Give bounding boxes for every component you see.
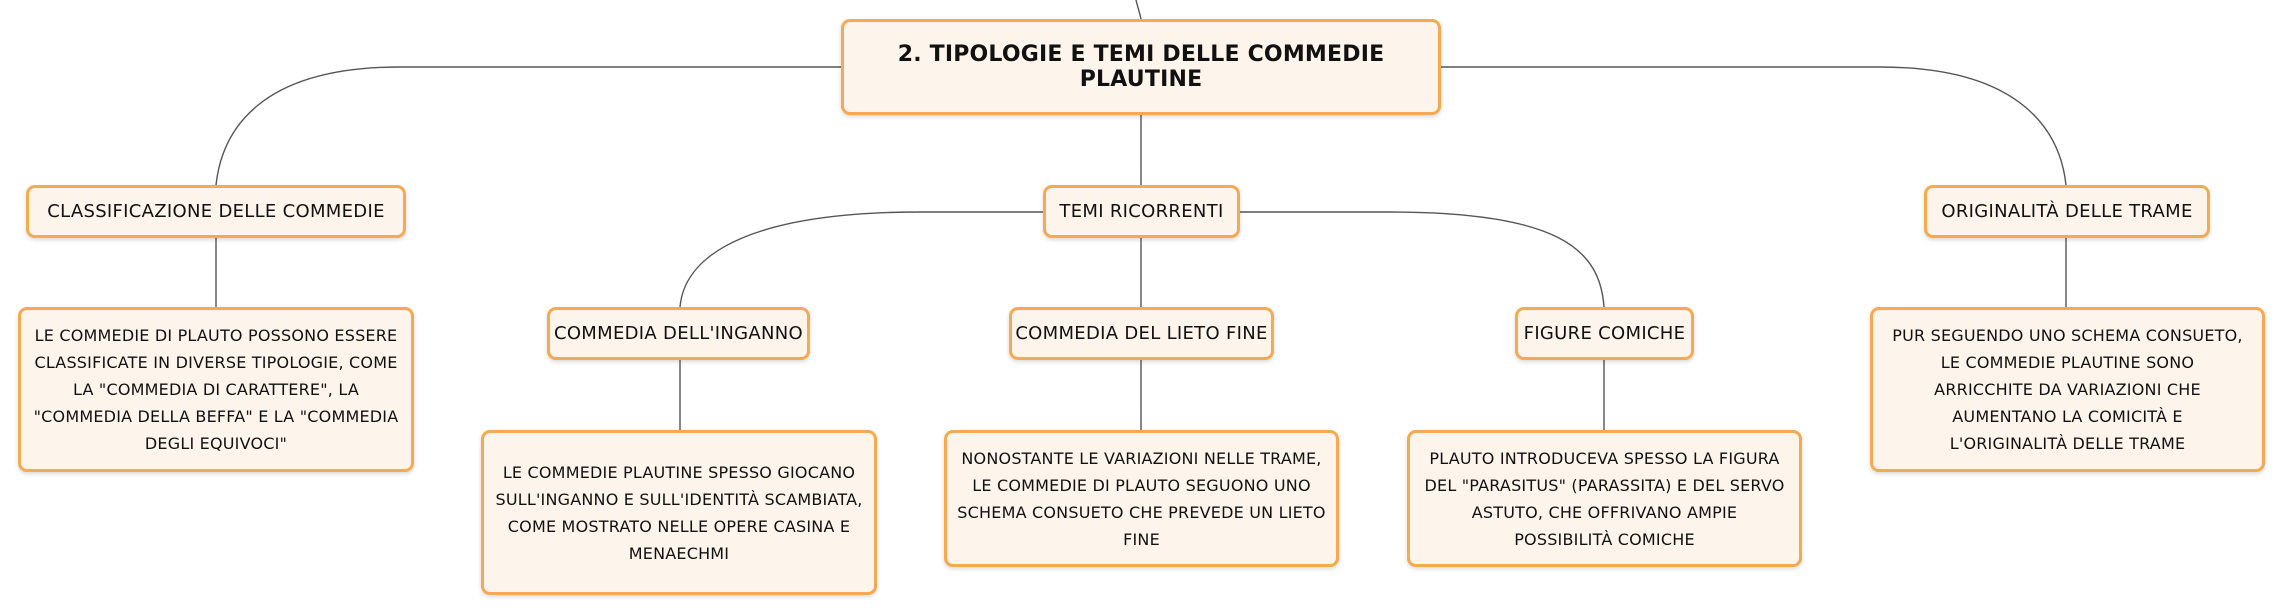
topic-commedia-lieto-fine[interactable]: COMMEDIA DEL LIETO FINE bbox=[1009, 307, 1274, 360]
detail-figure-comiche[interactable]: PLAUTO INTRODUCEVA SPESSO LA FIGURA DEL … bbox=[1407, 430, 1802, 567]
detail-commedia-inganno[interactable]: LE COMMEDIE PLAUTINE SPESSO GIOCANO SULL… bbox=[481, 430, 877, 595]
topic-temi-ricorrenti[interactable]: TEMI RICORRENTI bbox=[1043, 185, 1240, 238]
detail-commedia-inganno-text: LE COMMEDIE PLAUTINE SPESSO GIOCANO SULL… bbox=[495, 462, 863, 563]
detail-figure-comiche-text: PLAUTO INTRODUCEVA SPESSO LA FIGURA DEL … bbox=[1424, 448, 1785, 549]
topic-commedia-lieto-fine-label: COMMEDIA DEL LIETO FINE bbox=[1015, 323, 1268, 344]
topic-classificazione-label: CLASSIFICAZIONE DELLE COMMEDIE bbox=[47, 201, 385, 222]
connector-root-classificazione bbox=[215, 66, 841, 186]
topic-temi-ricorrenti-label: TEMI RICORRENTI bbox=[1059, 201, 1224, 222]
topic-commedia-inganno[interactable]: COMMEDIA DELL'INGANNO bbox=[547, 307, 810, 360]
detail-classificazione[interactable]: LE COMMEDIE DI PLAUTO POSSONO ESSERE CLA… bbox=[18, 307, 414, 472]
detail-commedia-lieto-fine-text: NONOSTANTE LE VARIAZIONI NELLE TRAME, LE… bbox=[957, 448, 1326, 549]
topic-originalita-label: ORIGINALITÀ DELLE TRAME bbox=[1941, 201, 2193, 222]
topic-commedia-inganno-label: COMMEDIA DELL'INGANNO bbox=[553, 323, 804, 344]
topic-figure-comiche[interactable]: FIGURE COMICHE bbox=[1515, 307, 1694, 360]
detail-commedia-lieto-fine[interactable]: NONOSTANTE LE VARIAZIONI NELLE TRAME, LE… bbox=[944, 430, 1339, 567]
connector-root-originalita bbox=[1441, 66, 2067, 186]
root-topic-label: 2. TIPOLOGIE E TEMI DELLE COMMEDIE PLAUT… bbox=[897, 42, 1385, 92]
connector-temi-figure bbox=[1237, 211, 1605, 308]
connector-temi-inganno bbox=[679, 211, 1045, 308]
topic-originalita[interactable]: ORIGINALITÀ DELLE TRAME bbox=[1924, 185, 2210, 238]
detail-classificazione-text: LE COMMEDIE DI PLAUTO POSSONO ESSERE CLA… bbox=[33, 326, 399, 453]
detail-originalita-text: PUR SEGUENDO UNO SCHEMA CONSUETO, LE COM… bbox=[1892, 326, 2243, 453]
topic-figure-comiche-label: FIGURE COMICHE bbox=[1523, 323, 1686, 344]
topic-classificazione[interactable]: CLASSIFICAZIONE DELLE COMMEDIE bbox=[26, 185, 406, 238]
root-topic[interactable]: 2. TIPOLOGIE E TEMI DELLE COMMEDIE PLAUT… bbox=[841, 19, 1441, 115]
detail-originalita[interactable]: PUR SEGUENDO UNO SCHEMA CONSUETO, LE COM… bbox=[1870, 307, 2265, 472]
connector-parent-root bbox=[1135, 0, 1142, 20]
